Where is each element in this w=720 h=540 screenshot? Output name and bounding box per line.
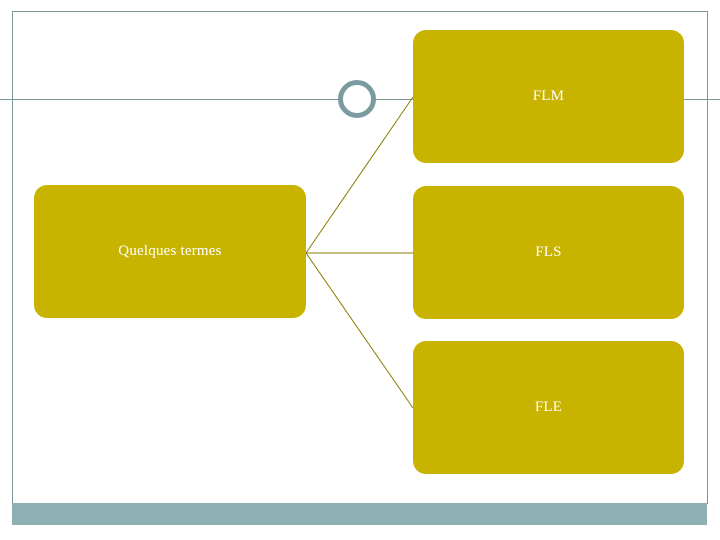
connector-root-to-flm bbox=[305, 96, 414, 254]
circle-outline-icon bbox=[338, 80, 376, 118]
node-flm-label: FLM bbox=[532, 88, 565, 104]
node-root[interactable]: Quelques termes bbox=[34, 185, 306, 318]
slide-frame-right-border bbox=[707, 11, 708, 504]
node-flm[interactable]: FLM bbox=[413, 30, 684, 163]
connector-root-to-fle bbox=[305, 252, 414, 409]
node-root-label: Quelques termes bbox=[118, 243, 222, 259]
node-fle-label: FLE bbox=[534, 399, 563, 415]
footer-accent-bar bbox=[12, 503, 707, 525]
node-fle[interactable]: FLE bbox=[413, 341, 684, 474]
slide-frame-top-border bbox=[12, 11, 708, 12]
node-fls[interactable]: FLS bbox=[413, 186, 684, 319]
node-fls-label: FLS bbox=[535, 244, 562, 260]
slide-frame-left-border bbox=[12, 11, 13, 504]
